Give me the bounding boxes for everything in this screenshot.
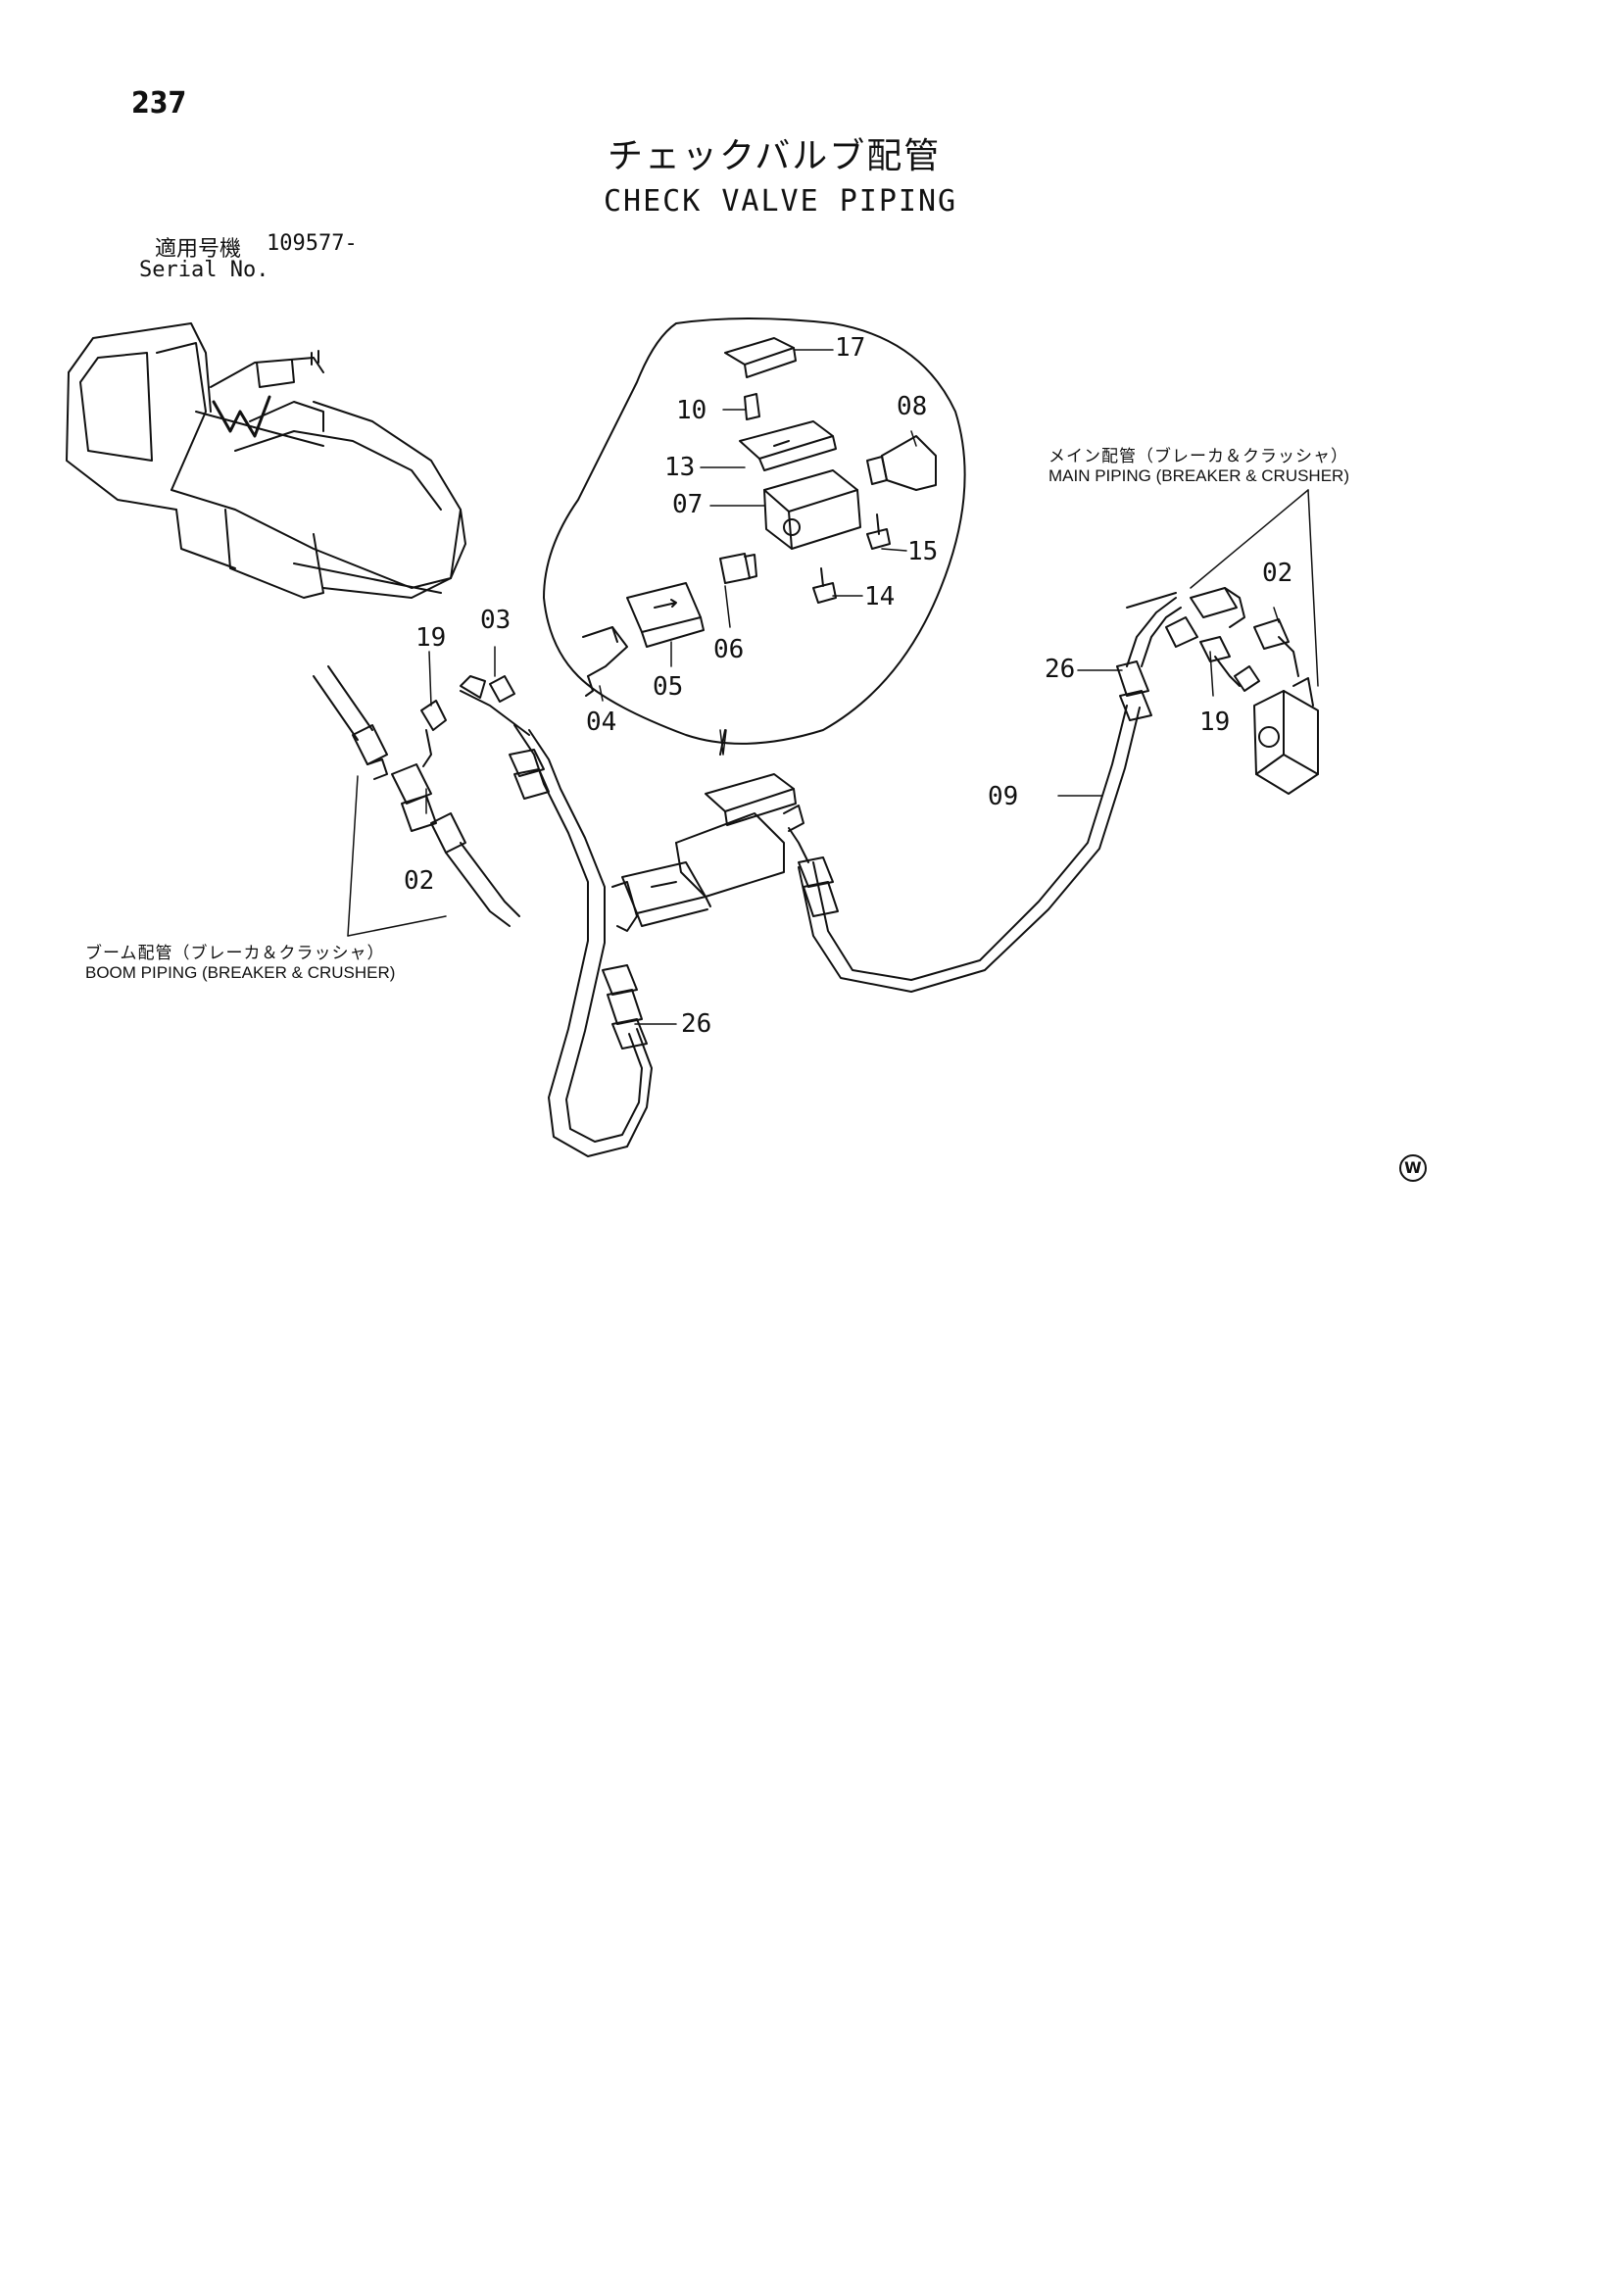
serial-label-english: Serial No. bbox=[139, 258, 269, 282]
w-mark: W bbox=[1399, 1154, 1427, 1182]
main-piping-note-english: MAIN PIPING (BREAKER & CRUSHER) bbox=[1048, 466, 1349, 485]
callout-09: 09 bbox=[988, 782, 1019, 811]
page-title-english: CHECK VALVE PIPING bbox=[604, 184, 958, 219]
callout-05: 05 bbox=[653, 672, 684, 702]
callout-17: 17 bbox=[835, 333, 866, 363]
excavator-overview-drawing bbox=[67, 323, 465, 598]
callout-13: 13 bbox=[664, 453, 696, 482]
callout-03: 03 bbox=[480, 606, 512, 635]
boom-piping-note-japanese: ブーム配管（ブレーカ＆クラッシャ） bbox=[85, 944, 385, 962]
leader-lines bbox=[348, 350, 1318, 1024]
page-number: 237 bbox=[131, 86, 187, 121]
callout-26-center: 26 bbox=[681, 1009, 712, 1039]
hose-loop-right bbox=[799, 593, 1181, 992]
callout-10: 10 bbox=[676, 396, 707, 425]
page-title-japanese: チェックバルブ配管 bbox=[608, 136, 942, 176]
boom-piping-note-english: BOOM PIPING (BREAKER & CRUSHER) bbox=[85, 963, 396, 982]
callout-15: 15 bbox=[907, 537, 939, 566]
main-piping-fittings bbox=[1166, 588, 1318, 794]
check-valve-detail-circle bbox=[544, 318, 965, 755]
callout-07: 07 bbox=[672, 490, 704, 519]
main-piping-note: メイン配管（ブレーカ＆クラッシャ） MAIN PIPING (BREAKER &… bbox=[1048, 447, 1349, 486]
callout-06: 06 bbox=[713, 635, 745, 664]
check-valve-assembly bbox=[612, 774, 808, 931]
callout-02-left: 02 bbox=[404, 866, 435, 896]
callout-19-left: 19 bbox=[415, 623, 447, 653]
serial-number-value: 109577- bbox=[267, 231, 358, 256]
detail-parts bbox=[583, 338, 936, 696]
hose-loop-left bbox=[461, 676, 652, 1156]
callout-08: 08 bbox=[897, 392, 928, 421]
boom-piping-note: ブーム配管（ブレーカ＆クラッシャ） BOOM PIPING (BREAKER &… bbox=[85, 944, 395, 983]
callout-02-right: 02 bbox=[1262, 559, 1293, 588]
callout-14: 14 bbox=[864, 582, 896, 611]
callout-26-right: 26 bbox=[1045, 655, 1076, 684]
main-piping-note-japanese: メイン配管（ブレーカ＆クラッシャ） bbox=[1048, 447, 1348, 465]
serial-label-japanese: 適用号機 bbox=[155, 237, 242, 262]
callout-19-right: 19 bbox=[1199, 708, 1231, 737]
callout-04: 04 bbox=[586, 708, 617, 737]
